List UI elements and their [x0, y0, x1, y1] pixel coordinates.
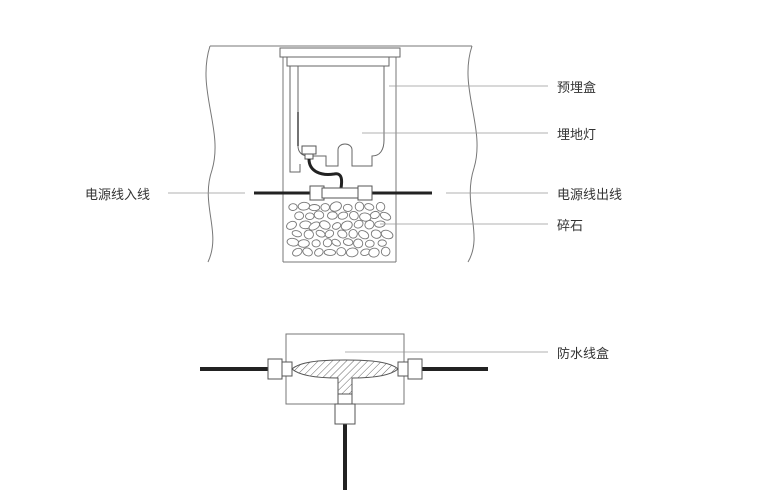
gravel-pebble: [324, 229, 335, 238]
gravel-pebble: [288, 203, 298, 211]
ground-right-wavy-edge: [467, 45, 478, 263]
gravel-pebble: [337, 229, 348, 239]
label-cable-out: 电源线出线: [557, 188, 623, 203]
leader-lines-top: [168, 85, 548, 225]
right-gland-nut-icon: [397, 361, 409, 377]
gravel-fill: [286, 201, 394, 258]
gravel-pebble: [379, 211, 392, 221]
gravel-pebble: [354, 201, 365, 212]
gravel-pebble: [320, 203, 330, 212]
label-buried-light: 埋地灯: [557, 128, 597, 143]
gravel-pebble: [315, 229, 326, 238]
buried-light-body: [297, 65, 385, 167]
gravel-pebble: [348, 229, 358, 239]
gravel-pebble: [331, 238, 341, 247]
gravel-pebble: [297, 239, 310, 248]
gravel-pebble: [364, 239, 375, 248]
gravel-pebble: [314, 248, 324, 257]
gravel-pebble: [353, 219, 364, 229]
gravel-pebble: [346, 247, 359, 258]
pit-splice-body: [321, 187, 361, 199]
right-connector-icon: [357, 185, 373, 201]
gravel-pebble: [329, 201, 342, 212]
gravel-pebble: [292, 247, 303, 257]
gravel-pebble: [377, 239, 387, 247]
label-gravel: 碎石: [557, 219, 584, 234]
pit: [282, 56, 397, 263]
embedded-box-rim: [286, 57, 390, 67]
ground-section: [205, 45, 478, 263]
waterproof-junction-box: [200, 333, 548, 490]
gravel-pebble: [342, 203, 353, 212]
gravel-pebble: [380, 229, 394, 240]
hatched-splice-icon: [291, 359, 399, 395]
gravel-pebble: [340, 220, 353, 231]
right-gland-icon: [407, 358, 423, 380]
pit-power-cable: [254, 185, 432, 201]
gravel-pebble: [375, 201, 386, 212]
gravel-pebble: [332, 222, 342, 230]
light-flange: [279, 47, 401, 58]
gravel-pebble: [313, 210, 325, 220]
gravel-pebble: [337, 211, 349, 220]
left-gland-nut-icon: [281, 361, 293, 377]
left-gland-icon: [267, 358, 283, 380]
ground-left-wavy-edge: [205, 45, 216, 263]
gravel-pebble: [364, 203, 375, 211]
light-cable: [301, 145, 344, 195]
gravel-pebble: [308, 204, 321, 212]
gravel-pebble: [305, 212, 315, 221]
gravel-pebble: [336, 247, 347, 257]
gravel-pebble: [380, 246, 391, 257]
gravel-pebble: [291, 230, 302, 238]
gravel-pebble: [353, 238, 364, 249]
gravel-pebble: [323, 249, 337, 256]
embedded-box-left-side: [289, 66, 301, 173]
gravel-pebble: [368, 247, 380, 258]
gravel-pebble: [294, 211, 305, 221]
gravel-pebble: [370, 229, 382, 239]
bottom-gland-nut-icon: [337, 393, 353, 405]
label-cable-in: 电源线入线: [85, 188, 151, 203]
gravel-pebble: [349, 211, 359, 221]
gravel-pebble: [359, 212, 372, 222]
gravel-pebble: [297, 201, 311, 211]
gravel-pebble: [319, 220, 331, 230]
gravel-pebble: [302, 247, 313, 257]
gravel-pebble: [369, 210, 380, 220]
cable-gland-icon: [301, 145, 317, 155]
gravel-pebble: [286, 220, 297, 230]
gravel-pebble: [342, 238, 354, 246]
gravel-pebble: [286, 237, 300, 247]
gravel-pebble: [311, 239, 321, 248]
gravel-pebble: [322, 238, 333, 248]
gravel-pebble: [374, 220, 386, 228]
gravel-pebble: [364, 219, 375, 230]
gravel-pebble: [358, 230, 370, 240]
gravel-pebble: [303, 229, 314, 240]
light-power-cable: [307, 158, 344, 195]
label-embedded-box: 预埋盒: [557, 81, 597, 96]
gravel-pebble: [327, 211, 338, 220]
bottom-gland-icon: [334, 403, 356, 425]
label-junction-box: 防水线盒: [557, 347, 610, 362]
cable-gland-nut-icon: [304, 153, 314, 160]
